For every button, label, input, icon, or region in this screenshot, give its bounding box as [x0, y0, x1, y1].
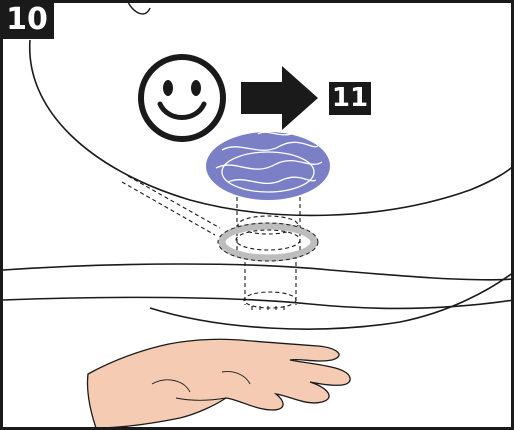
smiley-face-icon	[138, 54, 226, 142]
basin-outline	[29, 39, 514, 217]
countertop-edge-1	[2, 263, 514, 281]
right-arrow-icon	[241, 66, 318, 130]
drain-pipe	[235, 190, 301, 313]
overflow-channel	[121, 175, 221, 236]
next-step-badge: 11	[329, 82, 371, 115]
water-surface-icon	[206, 131, 330, 200]
basin-bottom-curve	[149, 271, 514, 330]
hand-icon	[86, 338, 351, 429]
countertop-edge-2	[2, 296, 514, 310]
step-number-badge: 10	[0, 0, 54, 39]
basin-rim-top	[126, 0, 151, 15]
drain-seal-ring	[218, 222, 318, 262]
